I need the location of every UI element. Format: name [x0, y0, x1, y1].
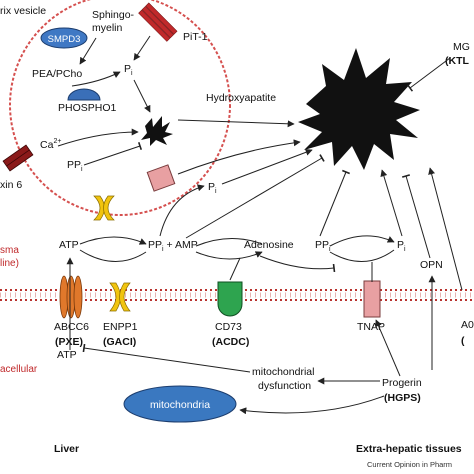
smpd3-label: SMPD3	[48, 34, 81, 45]
pit1-transporter	[138, 2, 178, 42]
plasma-label-line1: sma	[0, 245, 19, 256]
pea-pcho-label: PEA/PCho	[32, 68, 82, 80]
opn-label: OPN	[420, 259, 443, 271]
mitochondria	[123, 385, 237, 423]
acdc-label: (ACDC)	[212, 336, 249, 348]
arrow-pi-hydroxyapatite	[221, 148, 313, 185]
inhibit-ppi-right-hydroxyapatite	[319, 169, 351, 237]
sphingomyelin-line1: Sphingo-	[92, 9, 135, 21]
tnap-enzyme	[363, 280, 381, 318]
mitochondria-label: mitochondria	[150, 399, 210, 411]
sphingomyelin-line2: myelin	[92, 22, 123, 34]
phospho1-label: PHOSPHO1	[58, 102, 117, 114]
vesicle-crystal	[141, 116, 173, 146]
intracellular-label: acellular	[0, 364, 38, 375]
mito-dysfunction-line2: dysfunction	[258, 380, 311, 392]
extrahepatic-label: Extra-hepatic tissues	[356, 443, 462, 455]
ppi-right: PPi	[315, 239, 331, 253]
pxe-label: (PXE)	[55, 336, 83, 348]
inhibit-mito-atp	[82, 343, 251, 373]
arrow-right-side	[428, 167, 463, 291]
cd73-label: CD73	[215, 321, 242, 333]
calcium-label: Ca2+	[40, 138, 61, 151]
hydroxyapatite-label: Hydroxyapatite	[206, 92, 276, 104]
ppi-vesicle: PPi	[67, 159, 83, 173]
arrow-ppi-pi-tnap-lower	[329, 249, 395, 262]
gaci-label: (GACI)	[103, 336, 136, 348]
progerin-label: Progerin	[382, 377, 422, 389]
arrow-progerin-tnap	[375, 319, 401, 377]
arrow-ppi-pi-tnap	[329, 235, 395, 247]
inhibit-ppi-crystal	[83, 141, 143, 166]
inhibit-ppi-hydroxyapatite	[185, 154, 325, 239]
liver-label: Liver	[54, 443, 79, 455]
inhibit-adenosine-tnap	[259, 255, 336, 273]
arrow-atp-ppi	[79, 236, 147, 245]
abcc6-transporter	[59, 275, 83, 319]
arrow-vesicle-hydroxyapatite	[177, 119, 295, 128]
arrow-ca-crystal	[57, 128, 139, 147]
pi-right: Pi	[397, 239, 406, 253]
arrow-pi-right-hydroxyapatite	[380, 169, 403, 237]
arrow-amp-adenosine-upper	[195, 237, 263, 247]
plasma-membrane	[0, 289, 474, 301]
abcc6-label: ABCC6	[54, 321, 89, 333]
atp-intracellular: ATP	[57, 349, 77, 361]
hydroxyapatite-crystal	[298, 48, 420, 170]
arrow-cd73-adenosine	[229, 257, 241, 281]
pit1-label: PiT-1	[183, 31, 208, 43]
connexin-label: xin 6	[0, 179, 22, 191]
inhibit-mg-hydroxyapatite	[406, 57, 451, 92]
a0-paren: (	[461, 335, 465, 347]
a0-label: A0	[461, 319, 474, 331]
mito-dysfunction-line1: mitochondrial	[252, 366, 314, 378]
atp-extracellular: ATP	[59, 239, 79, 251]
ppi-amp-label: PPi + AMP	[148, 239, 198, 253]
matrix-vesicle	[9, 0, 231, 216]
enpp1-vesicle	[93, 195, 115, 221]
ktl-label: (KTL	[445, 55, 469, 67]
arrow-amp-adenosine	[195, 251, 263, 260]
arrow-sphingomyelin-pea	[79, 37, 97, 65]
credit-label: Current Opinion in Pharm	[367, 460, 452, 469]
inhibit-opn-hydroxyapatite	[401, 174, 431, 259]
phospho1-enzyme	[67, 88, 101, 101]
arrow-pi-crystal	[133, 79, 151, 113]
enpp1-label: ENPP1	[103, 321, 138, 333]
arrow-pit1-pi	[133, 35, 151, 61]
arrow-pea-pi	[71, 71, 121, 87]
plasma-label-line2: line)	[0, 258, 19, 269]
connexin-channel	[2, 144, 34, 172]
pi-mid: Pi	[208, 181, 217, 195]
vesicle-title: rix vesicle	[0, 5, 46, 17]
pi-vesicle: Pi	[124, 63, 133, 77]
hgps-label: (HGPS)	[384, 392, 421, 404]
smpd3-enzyme	[40, 27, 88, 49]
arrow-progerin-mitochondria	[239, 395, 385, 415]
mg-label: MG	[453, 41, 470, 53]
cd73-enzyme	[217, 281, 243, 317]
arrow-ppi-pi-mid	[159, 184, 205, 237]
arrow-vesicle-tnap-hydroxyapatite	[177, 139, 301, 175]
vesicle-tnap-box	[146, 164, 176, 192]
arrow-atp-ppi-lower	[79, 249, 147, 262]
pathway-arrows	[57, 35, 463, 415]
enpp1-membrane	[109, 282, 131, 312]
